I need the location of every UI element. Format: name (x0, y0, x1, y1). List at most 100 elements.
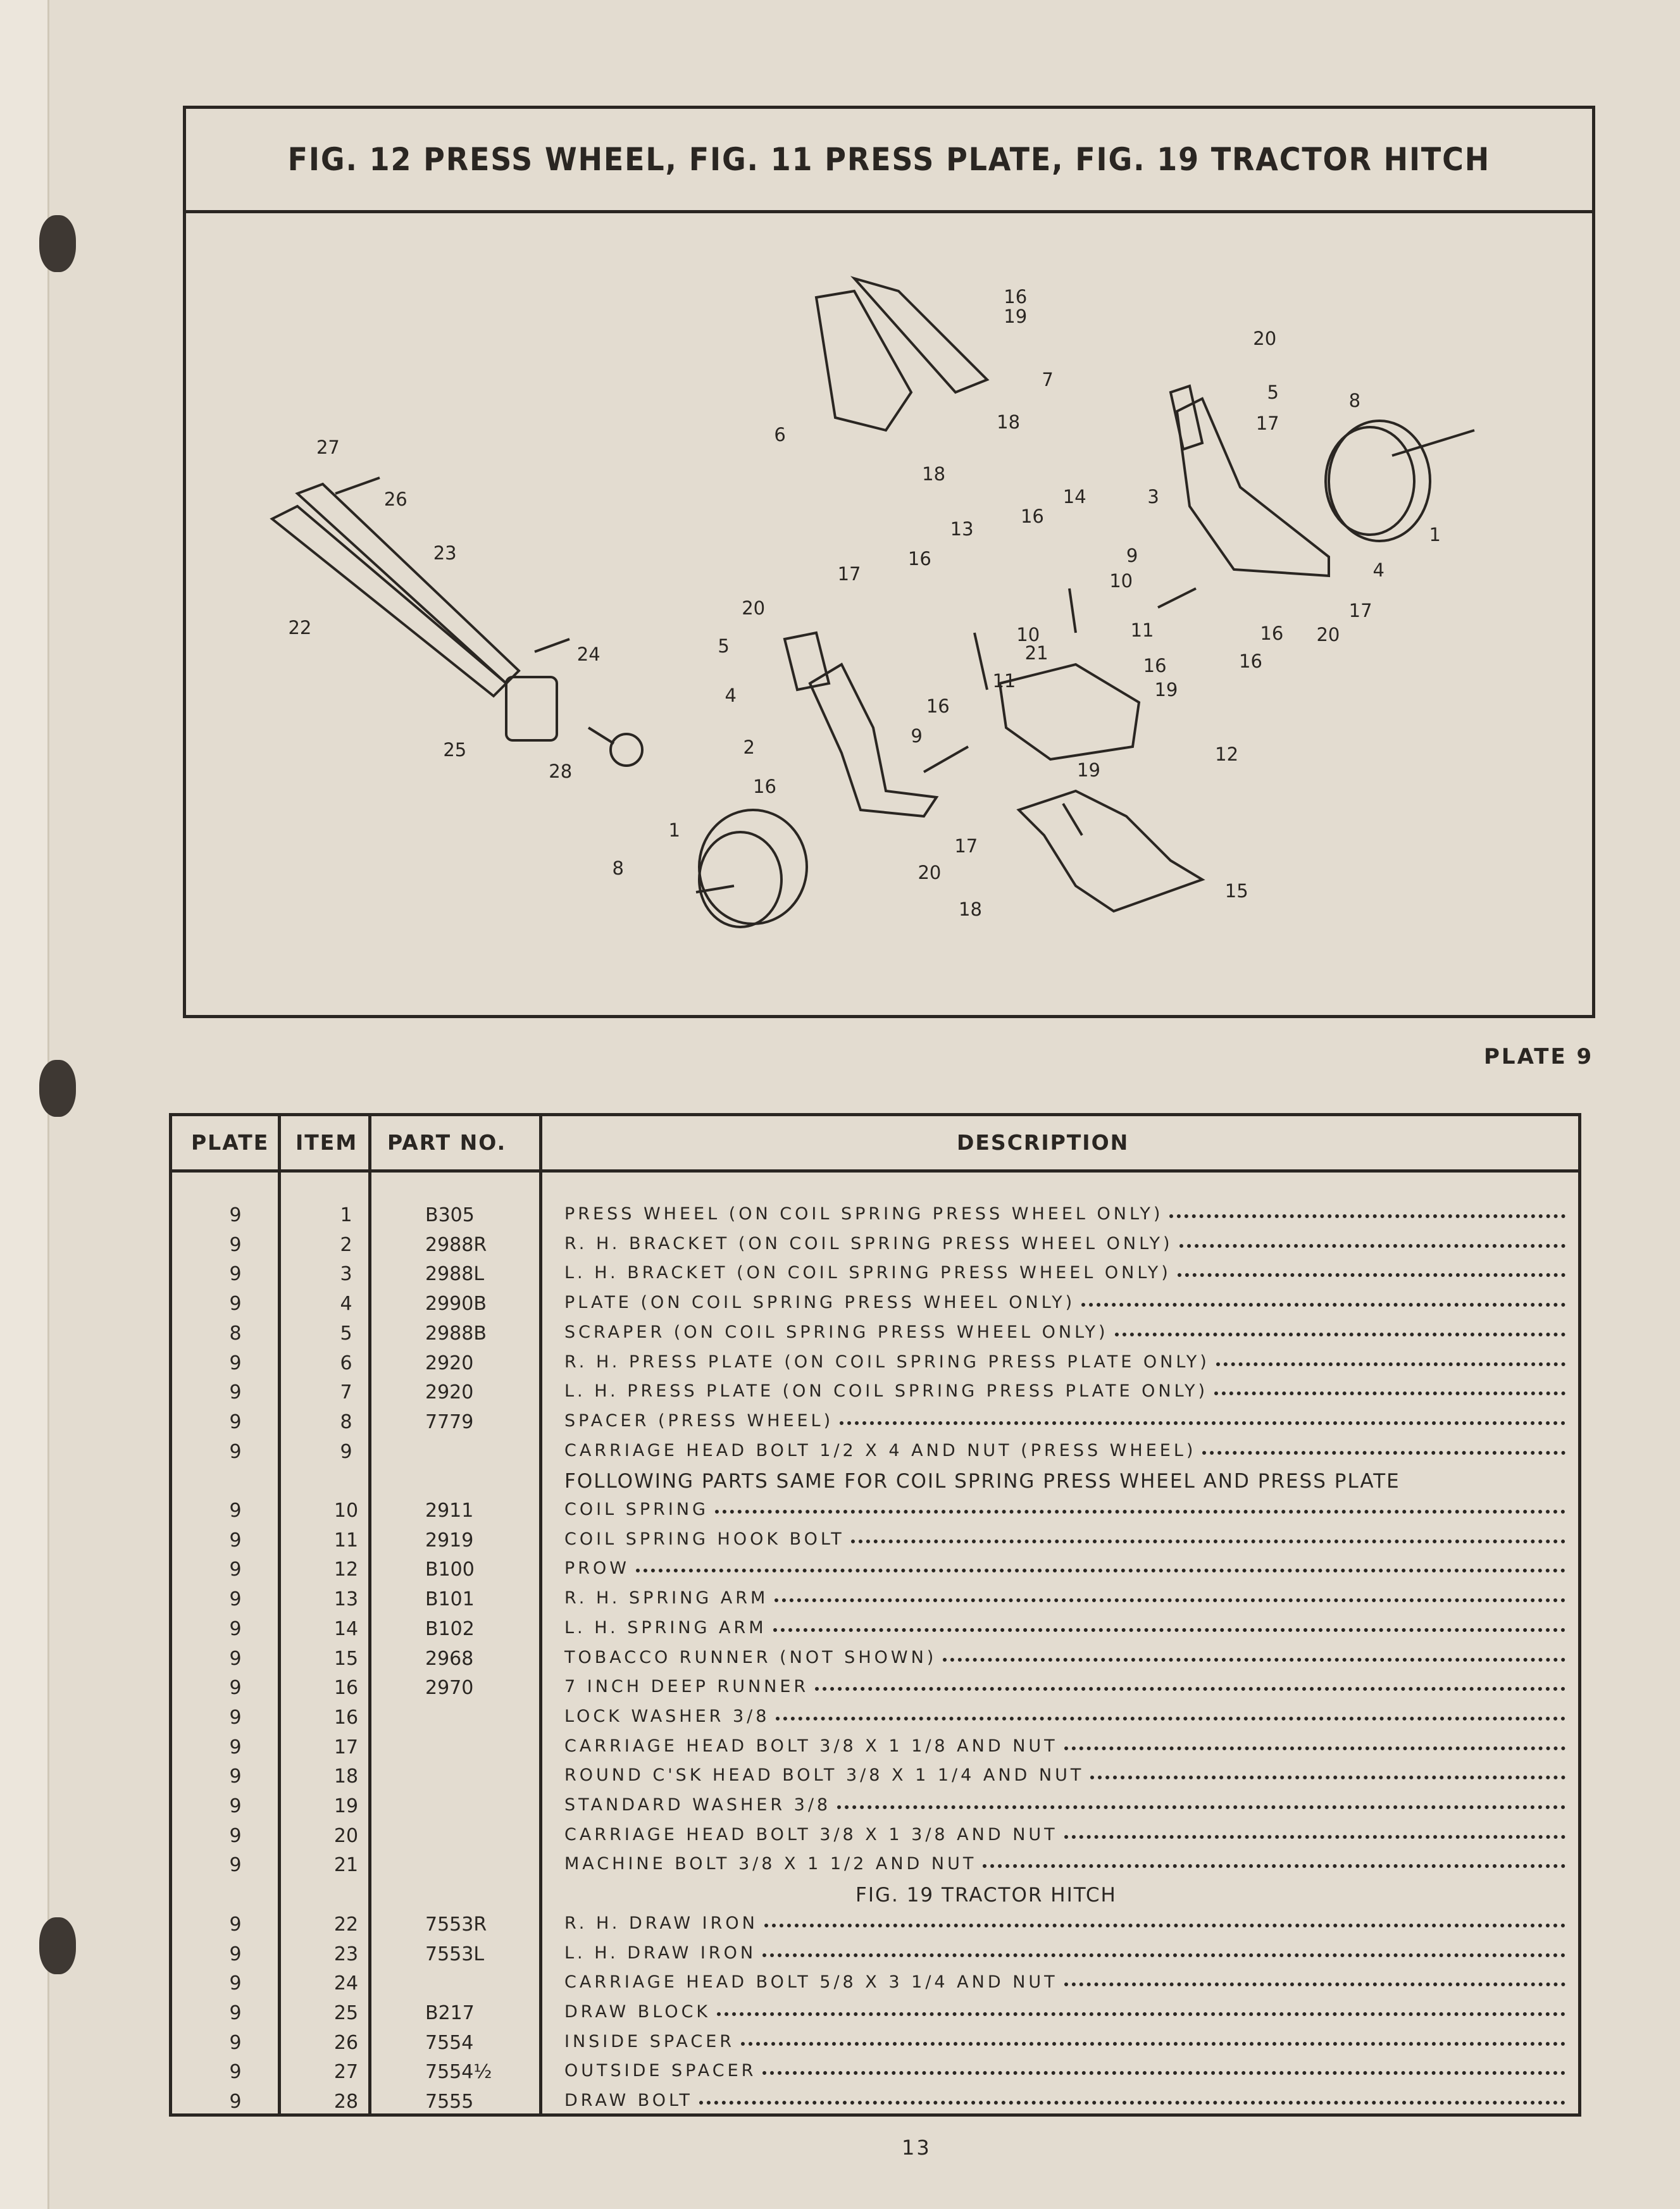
plate-cell: 9 (229, 1381, 242, 1404)
callout-label: 16 (1239, 650, 1262, 673)
item-cell: 9 (340, 1440, 352, 1463)
description-text: STANDARD WASHER 3/8 (564, 1795, 831, 1815)
callout-label: 17 (1255, 413, 1279, 435)
callout-label: 20 (1253, 328, 1277, 350)
plate-cell: 9 (229, 2061, 242, 2084)
plate-cell: 9 (229, 1410, 242, 1433)
callout-label: 11 (992, 670, 1016, 692)
part-number-cell: 2990B (425, 1293, 487, 1316)
plate-cell: 9 (229, 1854, 242, 1877)
description-cell: PLATE (ON COIL SPRING PRESS WHEEL ONLY) (564, 1293, 1565, 1312)
header-plate: PLATE (191, 1130, 270, 1155)
description-text: OUTSIDE SPACER (564, 2061, 757, 2081)
callout-label: 18 (997, 411, 1021, 433)
description-text: PROW (564, 1559, 630, 1579)
item-cell: 16 (333, 1706, 359, 1729)
plate-cell: 9 (229, 1677, 242, 1700)
dot-leader (943, 1657, 1565, 1662)
plate-cell: 9 (229, 2031, 242, 2054)
description-text: SPACER (PRESS WHEEL) (564, 1410, 834, 1431)
dot-leader (850, 1539, 1565, 1543)
part-number-cell: 7553L (425, 1943, 485, 1965)
page-number: 13 (902, 2136, 931, 2160)
item-cell: 10 (333, 1500, 359, 1522)
part-number-cell: 2988B (425, 1322, 487, 1345)
description-text: COIL SPRING (564, 1500, 709, 1519)
part-number-cell: 2920 (425, 1381, 474, 1404)
dot-leader (840, 1421, 1565, 1425)
description-cell: TOBACCO RUNNER (NOT SHOWN) (564, 1648, 1565, 1667)
callout-label: 18 (922, 463, 946, 485)
description-text: 7 INCH DEEP RUNNER (564, 1677, 809, 1697)
dot-leader (815, 1686, 1565, 1691)
plate-cell: 9 (229, 1233, 242, 1256)
callout-label: 20 (918, 862, 942, 884)
description-cell: COIL SPRING HOOK BOLT (564, 1529, 1565, 1549)
callout-label: 9 (911, 725, 923, 747)
plate-cell: 9 (229, 1972, 242, 1995)
plate-cell: 9 (229, 1943, 242, 1965)
column-divider (368, 1116, 371, 2113)
description-cell: L. H. PRESS PLATE (ON COIL SPRING PRESS … (564, 1381, 1565, 1401)
description-text: R. H. SPRING ARM (564, 1588, 769, 1609)
description-text: SCRAPER (ON COIL SPRING PRESS WHEEL ONLY… (564, 1322, 1109, 1342)
callout-label: 14 (1062, 485, 1086, 507)
description-text: PRESS WHEEL (ON COIL SPRING PRESS WHEEL … (564, 1204, 1164, 1224)
dot-leader (1216, 1362, 1565, 1366)
part-number-cell: 2988L (425, 1263, 485, 1286)
dot-leader (699, 2100, 1565, 2105)
plate-cell: 9 (229, 1293, 242, 1316)
table-header: PLATE ITEM PART NO. DESCRIPTION (172, 1116, 1578, 1173)
callout-label: 16 (753, 776, 776, 798)
dot-leader (1064, 1746, 1565, 1750)
dot-leader (1202, 1450, 1565, 1455)
description-text: CARRIAGE HEAD BOLT 5/8 X 3 1/4 AND NUT (564, 1972, 1058, 1993)
callout-label: 4 (725, 684, 737, 706)
description-text: DRAW BOLT (564, 2091, 693, 2110)
callout-label: 26 (383, 488, 408, 511)
description-cell: SPACER (PRESS WHEEL) (564, 1411, 1565, 1431)
dot-leader (717, 2012, 1565, 2016)
callout-label: 16 (1004, 285, 1028, 308)
callout-label: 3 (1147, 485, 1159, 507)
binder-hole (39, 215, 76, 272)
plate-cell: 9 (229, 1736, 242, 1758)
dot-leader (837, 1805, 1565, 1809)
description-cell: DRAW BOLT (564, 2091, 1565, 2110)
press-plate-drawing (814, 276, 990, 432)
dot-leader (1169, 1214, 1565, 1218)
callout-label: 20 (742, 597, 766, 619)
description-cell: L. H. BRACKET (ON COIL SPRING PRESS WHEE… (564, 1263, 1565, 1283)
callout-label: 5 (718, 635, 730, 657)
item-cell: 18 (333, 1765, 359, 1788)
item-cell: 15 (333, 1647, 359, 1670)
item-cell: 20 (333, 1824, 359, 1847)
dot-leader (741, 2041, 1565, 2046)
description-text: L. H. BRACKET (ON COIL SPRING PRESS WHEE… (564, 1263, 1171, 1283)
description-text: R. H. BRACKET (ON COIL SPRING PRESS WHEE… (564, 1233, 1173, 1254)
plate-cell: 9 (229, 1352, 242, 1374)
callout-label: 19 (1154, 678, 1178, 700)
description-cell: SCRAPER (ON COIL SPRING PRESS WHEEL ONLY… (564, 1322, 1565, 1342)
description-text: L. H. DRAW IRON (564, 1943, 757, 1963)
callout-label: 8 (612, 857, 624, 880)
column-divider (278, 1116, 281, 2113)
plate-cell: 9 (229, 1204, 242, 1226)
description-text: DRAW BLOCK (564, 2001, 711, 2022)
part-number-cell: 2911 (425, 1500, 474, 1522)
